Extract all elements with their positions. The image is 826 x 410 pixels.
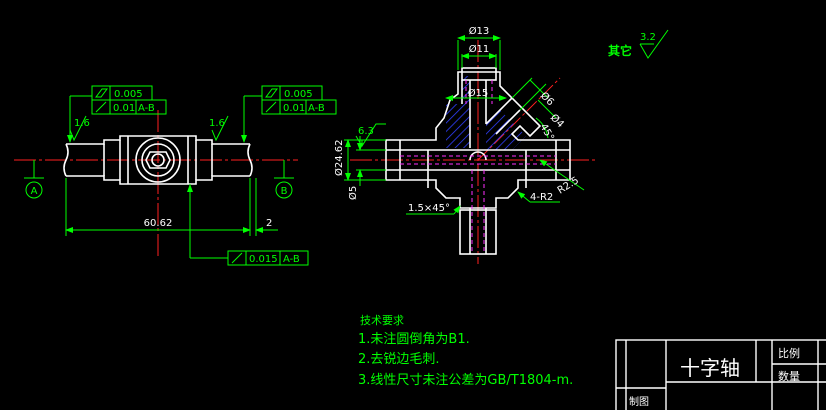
title-block-quantity-label: 数量: [778, 370, 800, 383]
fcf-left-row1-value: 0.005: [114, 89, 143, 100]
title-block-part-name: 十字轴: [680, 356, 740, 380]
dimension-diagonal: [511, 77, 557, 139]
dimension-dia-5-label: Ø5: [347, 186, 359, 200]
dimension-total-length-label: 60.62: [144, 218, 173, 229]
fcf-bottom-datum: A-B: [283, 254, 300, 265]
title-block-drawn-label: 制图: [629, 395, 649, 408]
dimension-dia-13: [457, 35, 501, 70]
datum-a-symbol: [25, 181, 43, 199]
dimension-dia-11-label: Ø11: [469, 43, 490, 55]
hidden-lines: [400, 80, 556, 254]
dimension-offset: [255, 178, 278, 236]
dimension-dia-11: [461, 53, 497, 68]
leader-chamfer: [406, 205, 461, 215]
fcf-left-row2-datum: A-B: [138, 103, 155, 114]
title-block-scale-label: 比例: [778, 346, 800, 360]
dimension-dia-6-label: Ø6: [538, 90, 557, 109]
roughness-63-value: 6.3: [358, 126, 374, 137]
roughness-right-value: 1.6: [209, 118, 225, 129]
fcf-left-row2-value: 0.01: [113, 103, 135, 114]
section-hatch-upper: [446, 76, 470, 148]
right-view: Ø13 Ø11 Ø15 Ø6 Ø4 45°: [333, 25, 596, 264]
section-hatch-lower: [486, 110, 526, 150]
leader-r25: [539, 159, 585, 191]
roughness-symbol-other: [639, 29, 669, 59]
dimension-dia-15-label: Ø15: [468, 87, 489, 99]
fcf-bottom: [189, 184, 309, 266]
dimension-dia-13-label: Ø13: [469, 25, 490, 37]
tech-req-title: 技术要求: [360, 314, 404, 327]
tech-req-item-3: 3.线性尺寸未注公差为GB/T1804-m.: [358, 373, 573, 388]
roughness-symbol-left: [69, 115, 87, 142]
radius-r25-label: R2.5: [556, 175, 581, 196]
fcf-right-row1-value: 0.005: [284, 89, 313, 100]
fcf-right: [241, 85, 337, 143]
roughness-left-value: 1.6: [74, 118, 90, 129]
dimension-total-length: [65, 178, 251, 236]
fcf-right-row2-datum: A-B: [308, 103, 325, 114]
dimension-dia-5: [356, 136, 386, 186]
other-roughness-label: 其它: [608, 43, 632, 58]
other-roughness: 其它 3.2: [608, 29, 669, 59]
other-roughness-value: 3.2: [640, 32, 656, 43]
fcf-bottom-value: 0.015: [249, 254, 278, 265]
datum-a-label: A: [31, 186, 38, 197]
title-block: [615, 339, 826, 410]
cross-shaft-side-outline: [63, 135, 253, 185]
dimension-dia-2462-label: Ø24.62: [333, 140, 345, 177]
dimension-offset-label: 2: [266, 218, 272, 229]
datum-b-symbol: [275, 181, 293, 199]
radius-4r2-label: 4-R2: [530, 192, 553, 203]
tech-req-item-2: 2.去锐边毛刺.: [358, 352, 440, 367]
chamfer-label: 1.5×45°: [408, 203, 450, 214]
dimension-dia-2462: [344, 139, 386, 181]
roughness-symbol-right: [211, 115, 229, 142]
datum-b-label: B: [281, 186, 288, 197]
left-view: A B 1.6 1.6 0.005 0.01 A-B: [14, 85, 337, 266]
tech-req-item-1: 1.未注圆倒角为B1.: [358, 332, 470, 347]
leader-4r2: [517, 191, 560, 203]
fcf-left: [67, 85, 167, 143]
fcf-right-row2-value: 0.01: [283, 103, 305, 114]
technical-requirements: 技术要求 1.未注圆倒角为B1. 2.去锐边毛刺. 3.线性尺寸未注公差为GB/…: [358, 314, 573, 388]
